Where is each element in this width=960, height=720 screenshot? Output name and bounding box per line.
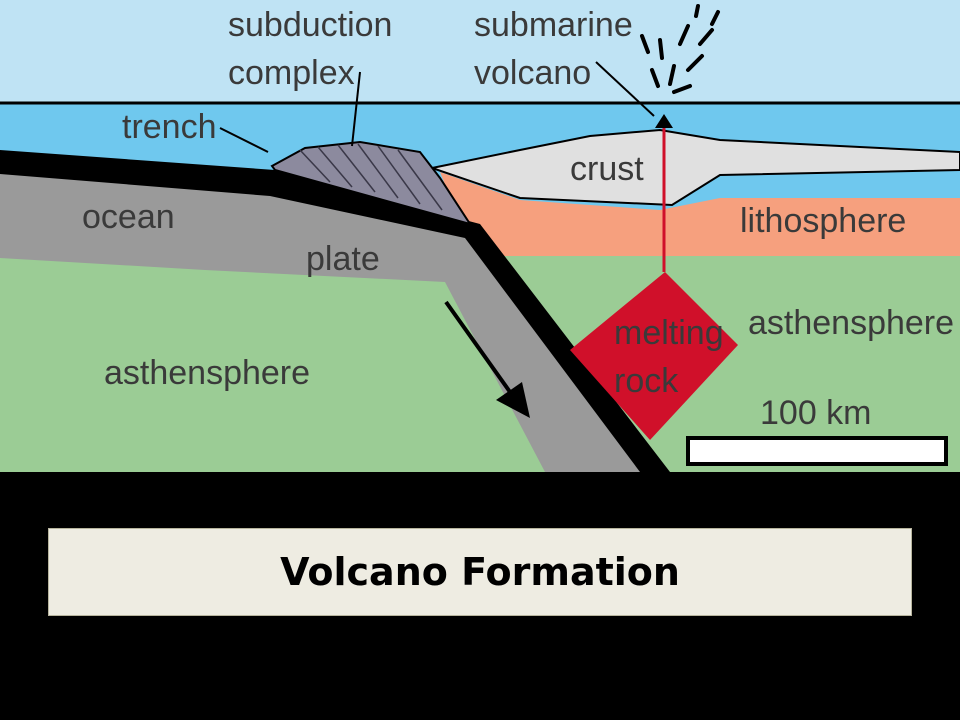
crust-layer	[428, 128, 960, 207]
subduction-complex-label-line1: subduction	[228, 6, 392, 44]
crust-label: crust	[570, 150, 644, 188]
subduction-complex-hatching	[299, 143, 443, 211]
trench-leader-line	[219, 127, 269, 153]
melting-rock-label-line2: rock	[614, 362, 679, 400]
asthensphere-left-label: asthensphere	[104, 354, 310, 392]
ocean-label: ocean	[82, 198, 175, 236]
scale-bar-label: 100 km	[760, 394, 872, 432]
submarine-volcano-label-line1: submarine	[474, 6, 633, 44]
submarine-volcano-leader-line	[595, 61, 655, 117]
subduction-complex-leader-line	[351, 71, 361, 147]
melting-rock-label-line1: melting	[614, 314, 724, 352]
submarine-volcano-icon	[655, 114, 673, 128]
trench-label: trench	[122, 108, 217, 146]
asthensphere-right-label: asthensphere	[748, 304, 954, 342]
lithosphere-layer	[440, 172, 960, 256]
subduction-direction-arrow	[444, 300, 530, 418]
plate-label: plate	[306, 240, 380, 278]
scale-bar	[686, 436, 948, 466]
subduction-complex-label-line2: complex	[228, 54, 355, 92]
melting-rock-region	[570, 272, 738, 440]
lithosphere-label: lithosphere	[740, 202, 906, 240]
plate-top-boundary	[0, 150, 670, 472]
sky-region	[0, 0, 960, 104]
caption-box: Volcano Formation	[48, 528, 912, 616]
slide-title: Volcano Formation	[280, 550, 680, 594]
submarine-volcano-label-line2: volcano	[474, 54, 591, 92]
ocean-plate	[0, 172, 650, 472]
eruption-spray	[640, 4, 720, 94]
subduction-diagram: subduction complex submarine volcano tre…	[0, 0, 960, 472]
